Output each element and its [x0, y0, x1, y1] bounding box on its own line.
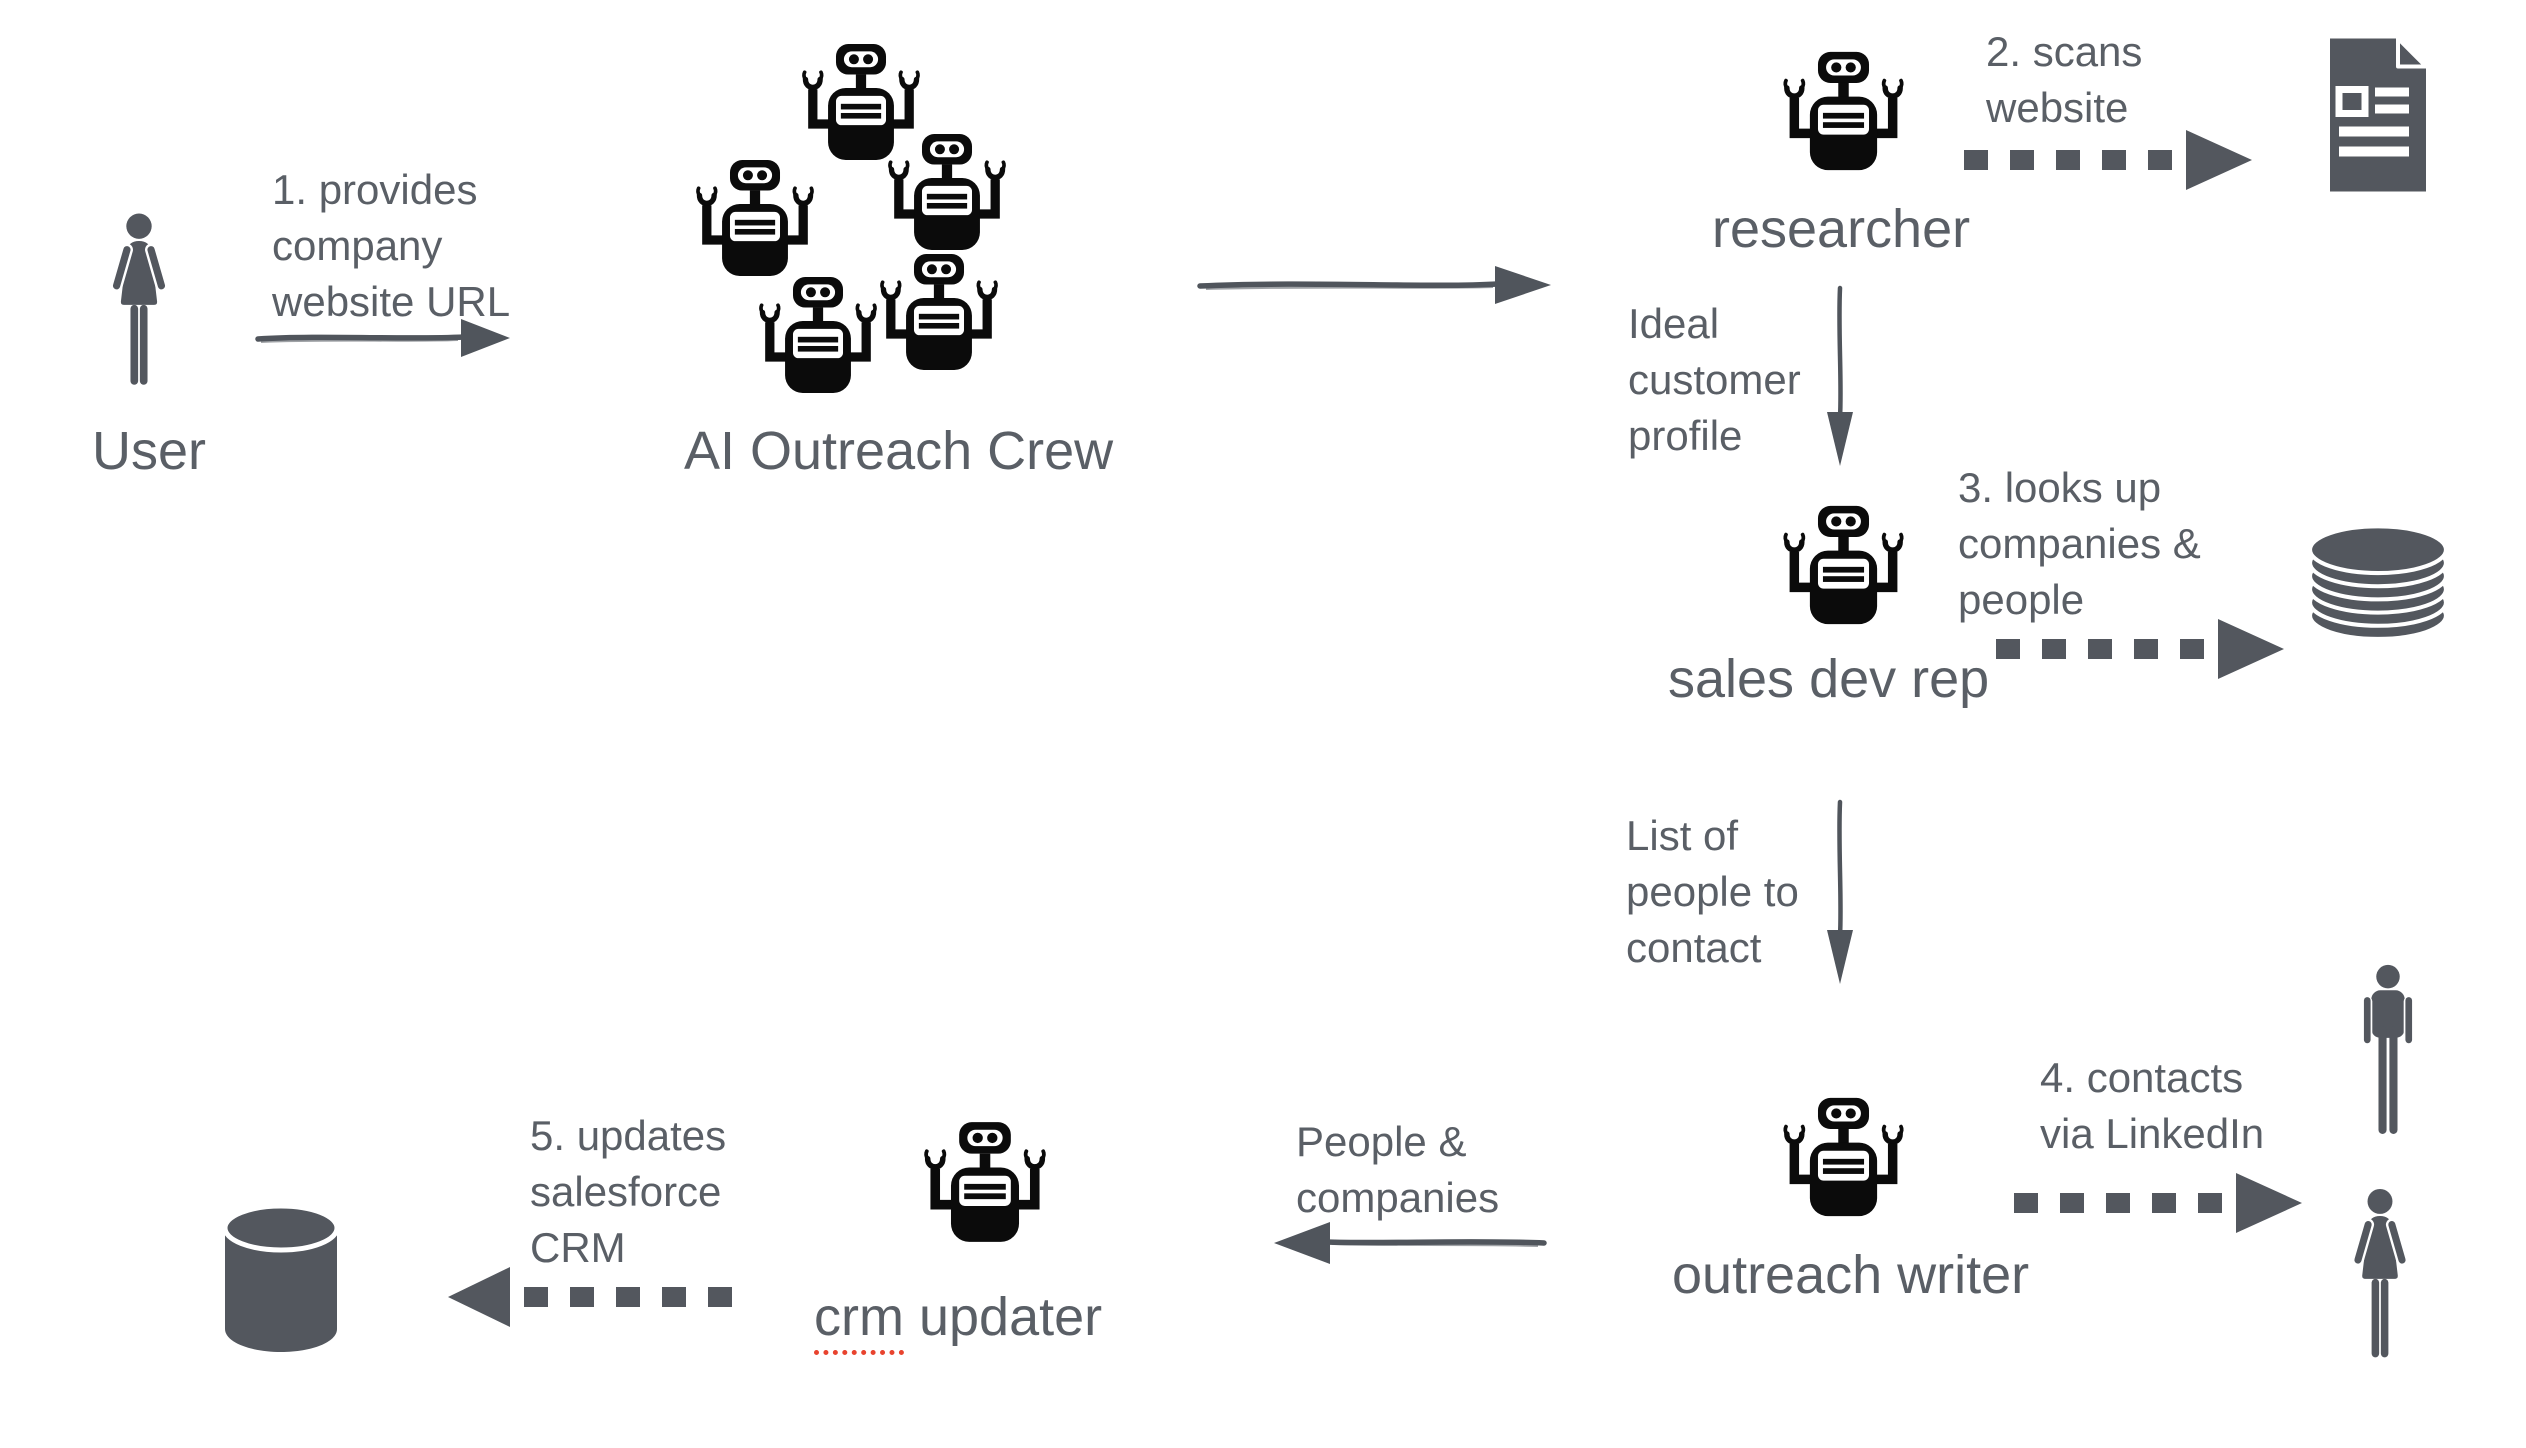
database-stack-icon	[2306, 498, 2450, 642]
people-companies-annotation: People & companies	[1296, 1118, 1500, 1221]
arrow-researcher-to-salesdevrep	[1827, 285, 1853, 466]
crew-robot-icon	[694, 158, 816, 278]
female-person-icon	[104, 212, 174, 388]
outreachwriter-robot-icon	[1781, 1096, 1906, 1218]
arrow-salesdevrep-to-outreachwriter	[1827, 799, 1853, 984]
database-cylinder-icon	[220, 1198, 342, 1358]
crew-label: AI Outreach Crew	[684, 421, 1114, 481]
arrow-crew-to-researcher	[1197, 266, 1551, 304]
document-icon	[2328, 36, 2428, 194]
crmupdater-label-rest: updater	[903, 1287, 1103, 1347]
step4-annotation: 4. contacts via LinkedIn	[2040, 1054, 2265, 1157]
arrow-crmupdater-to-salesforce-dashed	[448, 1267, 732, 1327]
female-person-icon	[2344, 1188, 2416, 1360]
step5-annotation: 5. updates salesforce CRM	[530, 1112, 727, 1271]
salesdevrep-label: sales dev rep	[1668, 649, 1990, 709]
outreachwriter-label: outreach writer	[1672, 1245, 2030, 1305]
arrow-outreachwriter-to-people-dashed	[2014, 1173, 2302, 1233]
arrow-outreachwriter-to-crmupdater	[1274, 1222, 1547, 1264]
salesdevrep-robot-icon	[1781, 504, 1906, 626]
step1-annotation: 1. provides company website URL	[272, 166, 511, 325]
researcher-label: researcher	[1712, 199, 1971, 259]
researcher-robot-icon	[1781, 50, 1906, 172]
ideal-customer-profile-annotation: Ideal customer profile	[1628, 300, 1801, 459]
crew-robot-icon	[757, 275, 879, 395]
crmupdater-label: crm updater	[814, 1286, 1103, 1355]
user-label: User	[92, 421, 207, 481]
step2-annotation: 2. scans website	[1986, 28, 2143, 131]
crmupdater-label-misspelled: crm	[814, 1287, 904, 1355]
arrow-user-to-crew	[255, 319, 510, 357]
arrow-salesdevrep-to-database-dashed	[1996, 619, 2284, 679]
step3-annotation: 3. looks up companies & people	[1958, 464, 2201, 623]
list-of-people-annotation: List of people to contact	[1626, 812, 1799, 971]
crew-robot-icon	[878, 252, 1000, 372]
crew-robot-icon	[886, 132, 1008, 252]
male-person-icon	[2354, 964, 2422, 1136]
crmupdater-robot-icon	[922, 1120, 1048, 1244]
arrow-researcher-to-document-dashed	[1964, 130, 2252, 190]
